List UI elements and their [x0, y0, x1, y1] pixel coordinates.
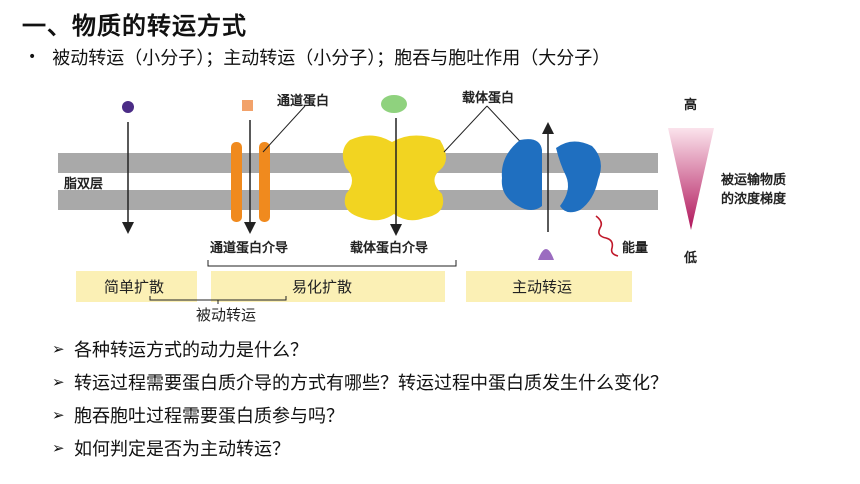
purple-molecule: [538, 249, 554, 260]
lipid-bilayer-label: 脂双层: [63, 176, 103, 192]
gradient-label-line2: 的浓度梯度: [721, 191, 787, 207]
channel-protein-left: [231, 142, 242, 222]
green-oval-molecule: [381, 95, 407, 113]
question-text: 胞吞胞吐过程需要蛋白质参与吗？: [74, 405, 344, 427]
membrane-transport-figure: 脂双层 通道蛋白 载体蛋白 能量 高 低 被运输物质 的浓度梯度 通道蛋白介导 …: [58, 90, 787, 324]
question-item: ➢ 转运过程需要蛋白质介导的方式有哪些？转运过程中蛋白质发生什么变化？: [52, 365, 668, 398]
energy-label: 能量: [622, 240, 648, 256]
channel-mediated-label: 通道蛋白介导: [210, 240, 288, 256]
arrow-bullet-icon: ➢: [52, 339, 65, 358]
pump-protein-right: [556, 141, 601, 213]
gradient-low-label: 低: [683, 250, 697, 266]
passive-transport-label: 被动转运: [196, 306, 256, 324]
carrier-protein: [342, 135, 446, 221]
concentration-gradient-triangle: [668, 128, 714, 230]
channel-protein-right: [259, 142, 270, 222]
channel-pointer-line: [262, 105, 306, 153]
facilitated-diffusion-label: 易化扩散: [292, 278, 352, 296]
gradient-high-label: 高: [684, 97, 697, 113]
carrier-mediated-label: 载体蛋白介导: [350, 240, 428, 256]
bullet-marker: •: [28, 49, 37, 65]
question-text: 如何判定是否为主动转运？: [74, 438, 290, 460]
facilitated-bracket: [207, 260, 457, 267]
transport-summary-text: 被动转运（小分子）；主动转运（小分子）；胞吞与胞吐作用（大分子）: [52, 48, 611, 69]
carrier-protein-label: 载体蛋白: [462, 90, 514, 106]
arrow-bullet-icon: ➢: [52, 372, 65, 391]
question-text: 转运过程需要蛋白质介导的方式有哪些？转运过程中蛋白质发生什么变化？: [74, 372, 668, 394]
carrier-pointer-line-1: [443, 105, 488, 153]
question-item: ➢ 如何判定是否为主动转运？: [52, 431, 668, 464]
small-molecule-dot: [122, 101, 134, 113]
active-transport-box: [466, 271, 632, 302]
channel-protein-label: 通道蛋白: [277, 93, 329, 109]
question-text: 各种转运方式的动力是什么？: [74, 339, 308, 361]
question-list: ➢ 各种转运方式的动力是什么？ ➢ 转运过程需要蛋白质介导的方式有哪些？转运过程…: [52, 332, 668, 464]
simple-diffusion-label: 简单扩散: [104, 278, 164, 296]
active-transport-label: 主动转运: [512, 278, 572, 296]
energy-squiggle: [595, 215, 619, 257]
simple-diffusion-box: [76, 271, 197, 302]
facilitated-diffusion-box: [211, 271, 445, 302]
arrow-bullet-icon: ➢: [52, 438, 65, 457]
gradient-label-line1: 被运输物质: [720, 172, 786, 188]
arrow-bullet-icon: ➢: [52, 405, 65, 424]
question-item: ➢ 胞吞胞吐过程需要蛋白质参与吗？: [52, 398, 668, 431]
pump-protein-left: [501, 139, 542, 210]
transport-summary: • 被动转运（小分子）；主动转运（小分子）；胞吞与胞吐作用（大分子）: [28, 44, 610, 70]
question-item: ➢ 各种转运方式的动力是什么？: [52, 332, 668, 365]
page-title: 一、物质的转运方式: [22, 12, 247, 40]
passive-bracket: [149, 296, 287, 304]
orange-square-molecule: [242, 100, 253, 111]
